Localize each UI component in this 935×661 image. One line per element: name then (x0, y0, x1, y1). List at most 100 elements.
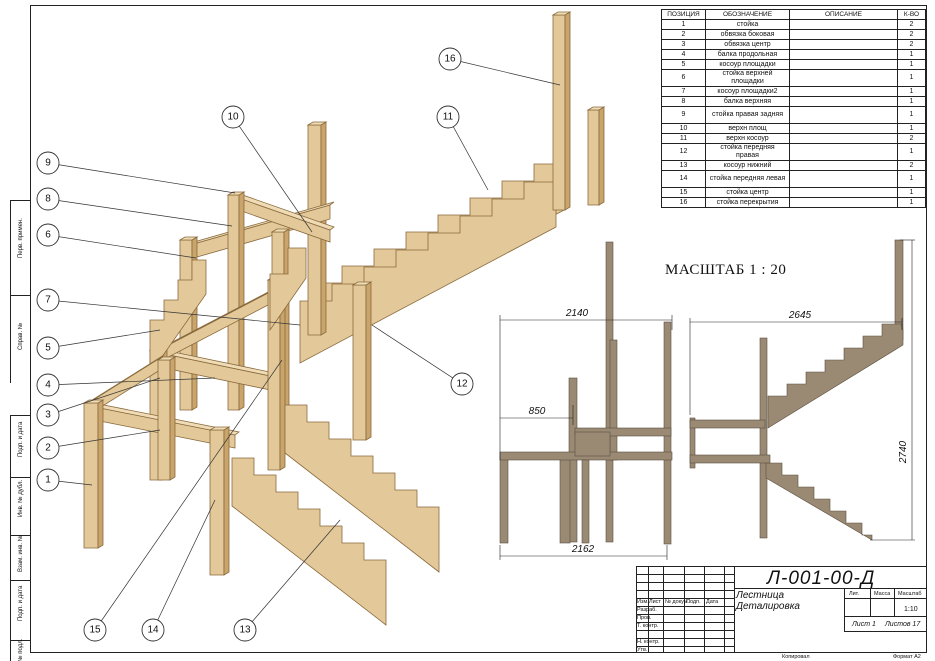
callout-number: 11 (443, 112, 454, 123)
callout-number: 10 (227, 112, 239, 123)
side-beam-landing (689, 419, 766, 429)
front-post-inner (581, 459, 590, 544)
title-block-row-label: Н. контр. (637, 639, 660, 645)
title-block-line (734, 588, 927, 589)
callout-number: 12 (456, 379, 468, 390)
title-block-col-header: Лист (649, 599, 661, 605)
leader-line (47, 299, 301, 326)
title-block-col-header: Дата (706, 599, 719, 605)
leader-line (47, 329, 161, 349)
callout-circle (438, 47, 462, 71)
title-block-line (684, 566, 685, 653)
lit-label: Лит. (849, 591, 860, 597)
post-16 (552, 14, 566, 211)
left-strip-cell: Подп. и дата (10, 415, 30, 477)
left-strip-cell: Инв. № дубл. (10, 477, 30, 535)
post-12-side (365, 281, 372, 441)
title-block-line (636, 630, 734, 631)
title-block: Л-001-00-Д Лестница Деталировка Лит. Мас… (636, 566, 927, 653)
scale-value: 1:10 (904, 606, 918, 613)
post-14-top (208, 426, 231, 431)
spec-quantity: 1 (897, 197, 926, 208)
isometric-view (82, 11, 606, 626)
dimension-lines: 2140 850 2162 2645 2740 (499, 239, 915, 560)
post-12 (352, 284, 367, 441)
title-block-line (724, 566, 725, 653)
dim-front-landing-text: 850 (529, 406, 546, 417)
post-14-side (223, 426, 230, 576)
dim-front-width-text: 2140 (565, 308, 589, 319)
leader-line (47, 198, 233, 227)
callout-leaders (47, 58, 561, 631)
title-block-line (636, 566, 927, 567)
callout-number: 13 (239, 625, 251, 636)
callout-circle (36, 403, 60, 427)
callout-circle (221, 105, 245, 129)
post-16-side (564, 11, 571, 211)
title-block-row-label: Пров. (637, 615, 652, 621)
front-post-center (559, 454, 571, 544)
callout-circle (436, 105, 460, 129)
left-strip-cell: Перв. примен. (10, 200, 30, 295)
title-block-line (648, 566, 649, 653)
post-12-top (351, 281, 373, 286)
post-1-side (97, 399, 104, 549)
leader-line (449, 58, 561, 86)
title-block-line (636, 590, 734, 591)
title-block-col-header: Изм. (637, 599, 649, 605)
dim-front-base-text: 2162 (571, 544, 595, 555)
left-strip-cell: Справ. № (10, 295, 30, 383)
title-block-col-header: № докум. (665, 599, 690, 605)
title-block-line (636, 638, 734, 639)
dim-side-width-text: 2645 (788, 310, 812, 321)
sheet-count: Листов 17 (885, 621, 921, 628)
side-beam-lower (689, 454, 771, 464)
callout-number: 2 (45, 443, 51, 454)
leader-line (244, 519, 341, 631)
title-block-line (844, 631, 927, 632)
leader-line (371, 324, 463, 385)
title-block-row-label: Утв. (637, 647, 648, 653)
side-upper-stringer (767, 323, 904, 429)
front-post-left (499, 452, 509, 544)
callout-circle (36, 373, 60, 397)
callout-circle (36, 468, 60, 492)
title-block-line (636, 614, 734, 615)
dim-side-height-text: 2740 (898, 440, 909, 464)
post-16-top (551, 11, 572, 16)
title-block-line (636, 606, 734, 607)
drawing-name-line1: Лестница (736, 590, 785, 601)
lower-stringer-front (231, 457, 387, 626)
spec-header-row: ПОЗИЦИЯ ОБОЗНАЧЕНИЕ ОПИСАНИЕ К-ВО (661, 9, 926, 20)
title-block-row-label: Разраб. (637, 607, 657, 613)
title-block-line (663, 566, 664, 653)
side-lower-stringer (765, 462, 873, 541)
sheet-number: Лист 1 (852, 621, 876, 628)
post-left-mid-side (169, 356, 176, 481)
drawing-name-line2: Деталировка (736, 601, 800, 612)
post-left-mid-top (156, 356, 177, 361)
title-block-line (844, 598, 927, 599)
post-15a-top (270, 228, 291, 233)
leader-line (47, 377, 161, 416)
callout-number: 15 (89, 625, 101, 636)
callout-circle (83, 618, 107, 642)
callout-number: 6 (45, 230, 51, 241)
leader-line (47, 377, 216, 386)
callout-circle (233, 618, 257, 642)
title-block-col-header: Подп. (686, 599, 701, 605)
callout-number: 1 (45, 475, 51, 486)
format-label: Формат А2 (893, 654, 921, 660)
callout-number: 5 (45, 343, 51, 354)
callout-circle (36, 436, 60, 460)
post-14 (209, 429, 225, 576)
title-block-line (844, 616, 927, 617)
